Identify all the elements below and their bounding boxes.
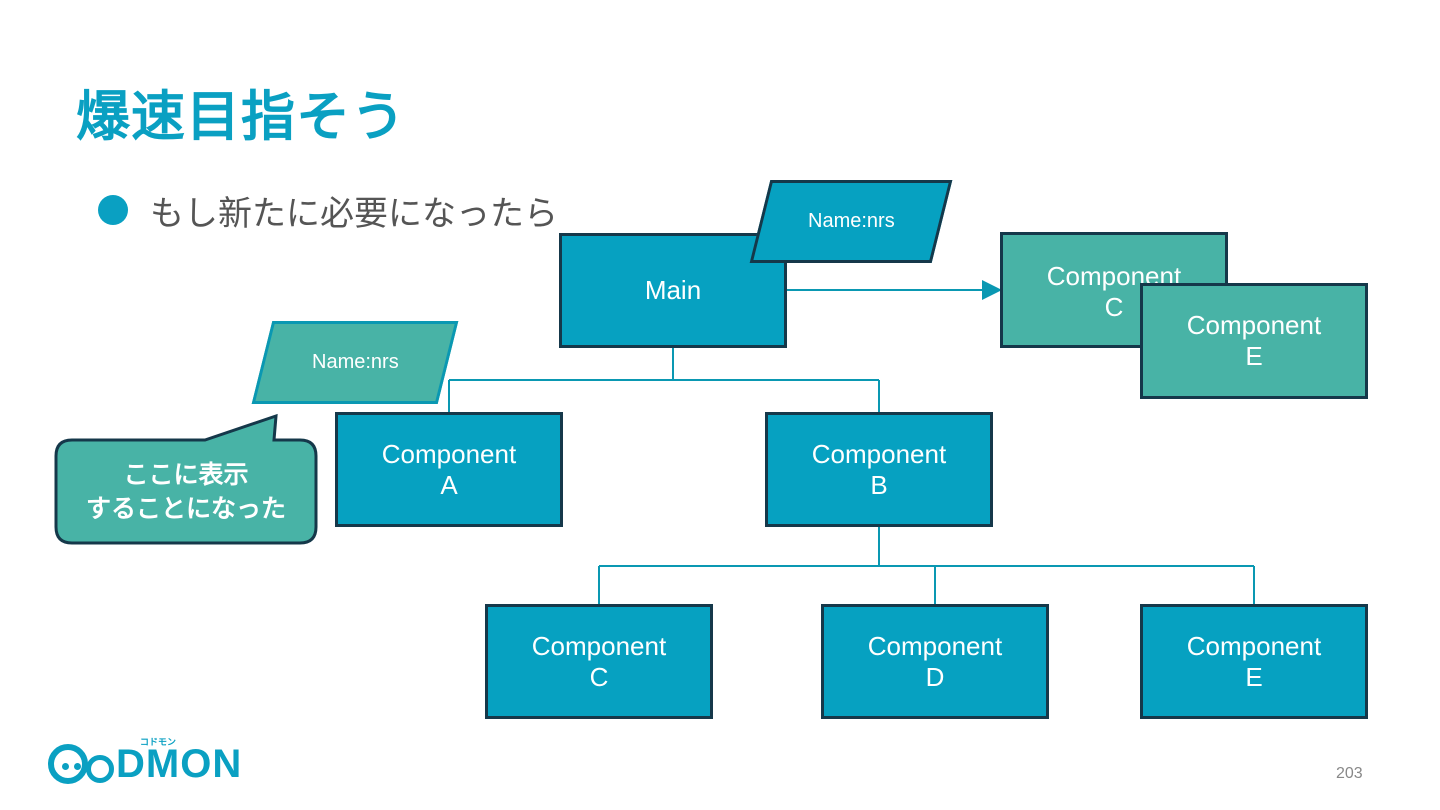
moved-component-e-line2: E xyxy=(1245,341,1263,371)
component-a-node: Component A xyxy=(335,412,563,527)
callout-bubble xyxy=(54,413,318,545)
bullet-text: もし新たに必要になったら xyxy=(150,194,558,234)
bullet-dot xyxy=(98,195,128,225)
name-tag-top: Name:nrs xyxy=(749,180,953,263)
name-tag-left-label: Name:nrs xyxy=(311,351,399,373)
moved-component-c-line2: C xyxy=(1104,292,1124,322)
main-node-label: Main xyxy=(644,275,702,305)
logo-kana: コドモン xyxy=(140,738,177,748)
page-number: 203 xyxy=(1336,765,1363,782)
component-c-node: Component C xyxy=(485,604,713,719)
name-tag-top-label: Name:nrs xyxy=(807,210,895,232)
component-b-line1: Component xyxy=(811,438,947,469)
logo-text: DMON xyxy=(116,741,243,786)
component-d-line1: Component xyxy=(867,630,1003,661)
component-e-node: Component E xyxy=(1140,604,1368,719)
component-b-line2: B xyxy=(870,469,888,500)
slide-title: 爆速目指そう xyxy=(76,85,406,148)
moved-component-e-line1: Component xyxy=(1186,310,1322,340)
name-tag-left: Name:nrs xyxy=(251,321,459,404)
logo-face-icon xyxy=(48,744,88,784)
component-c-line2: C xyxy=(589,661,609,692)
component-e-line2: E xyxy=(1245,661,1263,692)
moved-component-e-node: Component E xyxy=(1140,283,1368,399)
component-d-node: Component D xyxy=(821,604,1049,719)
component-a-line2: A xyxy=(440,469,458,500)
component-a-line1: Component xyxy=(381,438,517,469)
component-d-line2: D xyxy=(925,661,945,692)
callout-text: ここに表示 することになった xyxy=(60,458,312,526)
logo-o-icon xyxy=(86,755,114,783)
callout-line2: することになった xyxy=(85,494,286,523)
main-node: Main xyxy=(559,233,787,348)
callout-line1: ここに表示 xyxy=(123,460,249,489)
component-c-line1: Component xyxy=(531,630,667,661)
codmon-logo: DMON xyxy=(48,740,242,788)
component-e-line1: Component xyxy=(1186,630,1322,661)
component-b-node: Component B xyxy=(765,412,993,527)
